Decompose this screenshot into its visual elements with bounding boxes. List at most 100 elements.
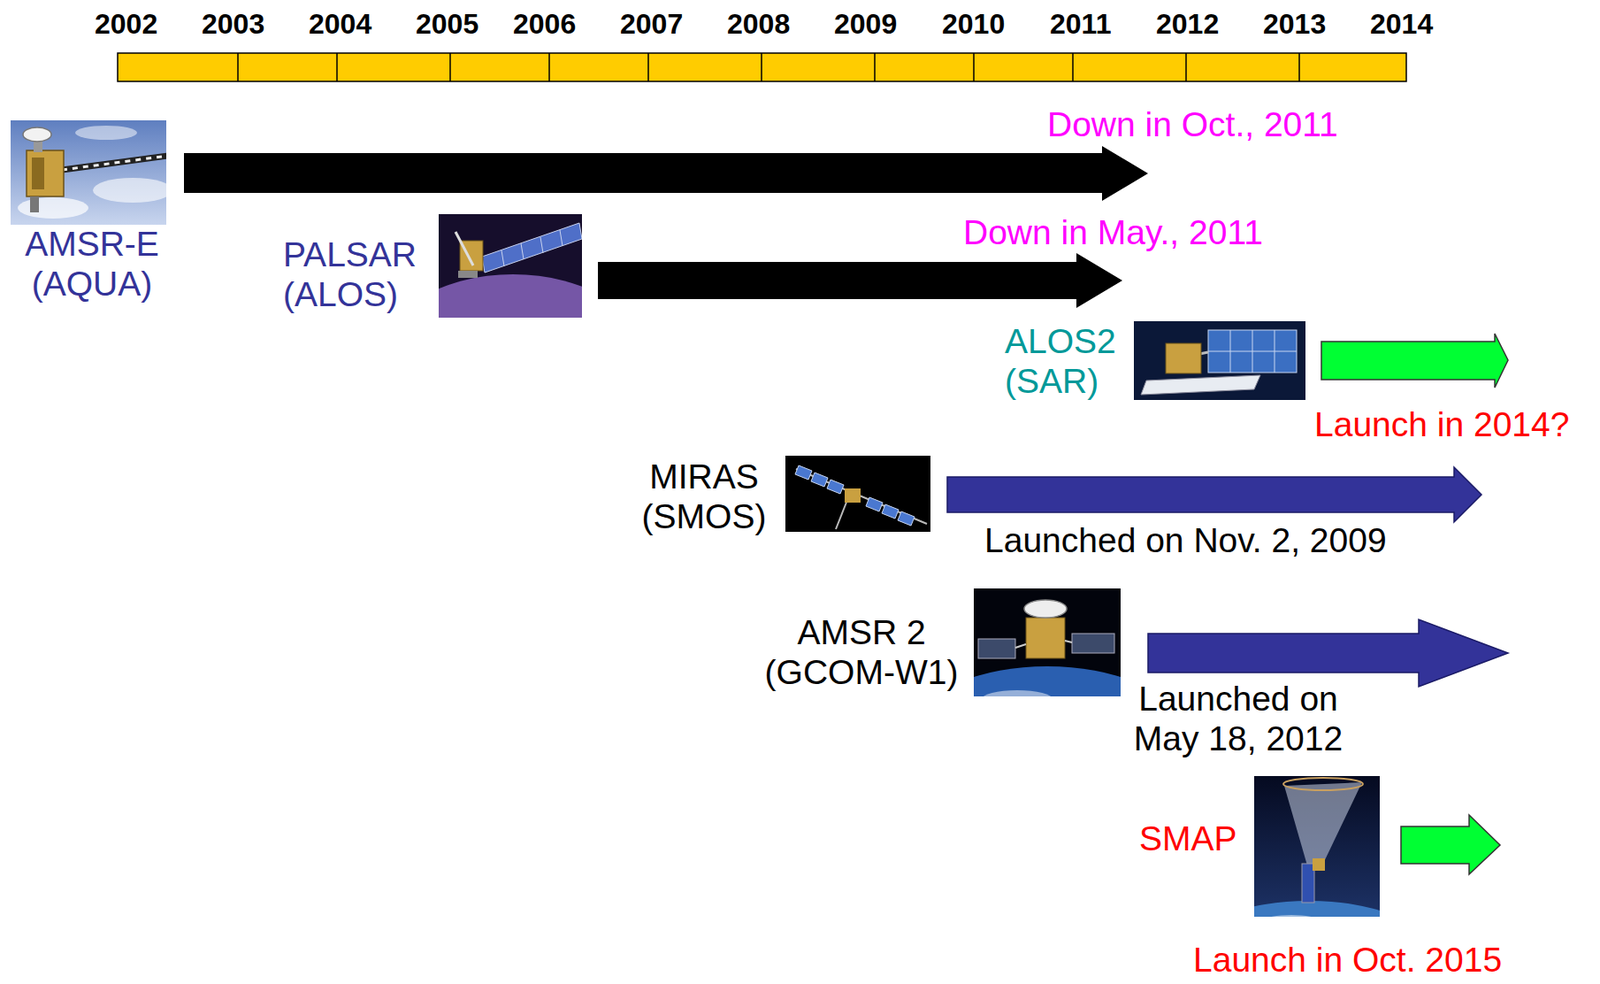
- year-label: 2007: [620, 7, 683, 41]
- planned-arrow: [1400, 814, 1501, 874]
- smos-satellite-image: [897, 511, 915, 526]
- aqua-satellite-image: [92, 177, 167, 203]
- year-label: 2012: [1155, 7, 1219, 41]
- gcom-satellite-image: [973, 666, 1121, 697]
- smos-satellite-image: [785, 455, 931, 532]
- timeline-bar: [336, 53, 338, 82]
- timeline-bar: [237, 53, 239, 82]
- status-note: Down in May., 2011: [963, 212, 1264, 253]
- alos2-satellite-image: [1140, 375, 1261, 395]
- year-label: 2008: [727, 7, 790, 41]
- alos-satellite-image: [458, 270, 478, 278]
- aqua-satellite-image: [61, 155, 167, 170]
- alos-satellite-image: [455, 231, 474, 266]
- alos-satellite-image: [438, 214, 582, 318]
- gcom-satellite-image: [1071, 633, 1115, 653]
- smos-satellite-image: [795, 465, 812, 480]
- instrument-label: AMSR 2 (GCOM-W1): [757, 612, 966, 692]
- instrument-label: PALSAR (ALOS): [283, 234, 460, 314]
- aqua-satellite-image: [33, 141, 43, 153]
- gcom-satellite-image: [1015, 643, 1026, 648]
- instrument-label: AMSR-E (AQUA): [3, 223, 181, 304]
- aqua-satellite-image: [31, 157, 45, 190]
- year-label: 2006: [512, 7, 576, 41]
- planned-arrow: [1321, 333, 1509, 388]
- aqua-satellite-image: [22, 127, 52, 142]
- status-note: Launch in 2014?: [1314, 404, 1570, 445]
- year-label: 2005: [415, 7, 479, 41]
- smap-satellite-image: [1301, 863, 1315, 903]
- aqua-satellite-image: [17, 197, 89, 219]
- alos2-satellite-image: [1208, 329, 1297, 373]
- gcom-satellite-image: [1064, 640, 1072, 643]
- timeline-bar: [760, 53, 763, 82]
- year-label: 2014: [1370, 7, 1433, 41]
- alos2-satellite-image: [1208, 329, 1297, 373]
- status-note: Down in Oct., 2011: [1047, 104, 1339, 145]
- alos-satellite-image: [482, 222, 582, 273]
- smap-satellite-image: [1284, 781, 1363, 866]
- aqua-satellite-image: [10, 120, 167, 225]
- year-label: 2003: [201, 7, 265, 41]
- year-label: 2002: [94, 7, 158, 41]
- smap-satellite-image: [1254, 775, 1380, 917]
- timeline-bar: [548, 53, 551, 82]
- year-label: 2009: [834, 7, 897, 41]
- year-label: 2013: [1263, 7, 1326, 41]
- smap-satellite-image: [1254, 900, 1380, 917]
- operation-arrow: [597, 252, 1123, 308]
- timeline-bar: [873, 53, 876, 82]
- timeline-bar: [1185, 53, 1187, 82]
- instrument-label: ALOS2 (SAR): [1004, 321, 1164, 401]
- year-label: 2004: [308, 7, 372, 41]
- timeline-bar: [117, 53, 1407, 82]
- smap-satellite-image: [1283, 777, 1363, 790]
- smap-satellite-image: [1254, 775, 1380, 917]
- timeline-bar: [117, 53, 1407, 82]
- smos-satellite-image: [826, 479, 844, 494]
- operation-arrow: [183, 145, 1149, 201]
- alos-satellite-image: [520, 243, 524, 260]
- status-note: Launched on May 18, 2012: [1123, 678, 1354, 758]
- aqua-satellite-image: [75, 125, 138, 140]
- alos2-satellite-image: [1133, 321, 1306, 400]
- aqua-satellite-image: [61, 155, 167, 170]
- aqua-satellite-image: [30, 196, 39, 213]
- alos-satellite-image: [501, 229, 563, 267]
- timeline-bar: [1071, 53, 1074, 82]
- timeline-bar: [1298, 53, 1301, 82]
- smos-satellite-image: [881, 504, 899, 519]
- smos-satellite-image: [795, 465, 915, 526]
- smap-satellite-image: [1264, 914, 1318, 917]
- instrument-label: SMAP: [1139, 818, 1238, 858]
- gcom-satellite-image: [981, 689, 1053, 697]
- alos-satellite-image: [540, 237, 544, 253]
- timeline-bar: [972, 53, 975, 82]
- alos2-satellite-image: [1165, 343, 1202, 374]
- alos-satellite-image: [438, 274, 582, 318]
- alos-satellite-image: [501, 250, 505, 267]
- aqua-satellite-image: [10, 120, 167, 225]
- gcom-satellite-image: [1024, 599, 1067, 618]
- alos2-satellite-image: [1208, 351, 1297, 353]
- smos-satellite-image: [844, 488, 861, 503]
- smos-satellite-image: [811, 472, 828, 487]
- smap-satellite-image: [1312, 857, 1325, 871]
- gcom-satellite-image: [1025, 617, 1065, 659]
- alos2-satellite-image: [1133, 321, 1306, 400]
- year-label: 2010: [941, 7, 1005, 41]
- timeline-bar: [647, 53, 650, 82]
- gcom-satellite-image: [978, 638, 1016, 659]
- year-label: 2011: [1049, 7, 1111, 41]
- status-note: Launched on Nov. 2, 2009: [984, 520, 1387, 560]
- operation-arrow: [1148, 619, 1509, 687]
- aqua-satellite-image: [26, 150, 64, 197]
- smos-satellite-image: [865, 497, 883, 512]
- gcom-satellite-image: [973, 588, 1121, 697]
- instrument-label: MIRAS (SMOS): [624, 456, 784, 536]
- timeline-bar: [237, 53, 1300, 82]
- timeline-bar: [449, 53, 452, 82]
- operation-arrow: [947, 466, 1482, 522]
